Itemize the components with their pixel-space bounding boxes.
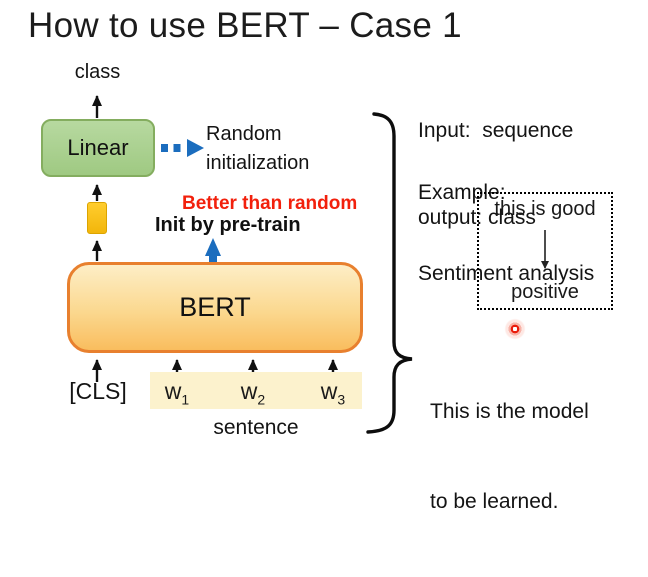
token-w2: w2 [228,378,278,408]
example-note: Example: Sentiment analysis [418,125,594,341]
token-w3: w3 [308,378,358,408]
io-note-line2: output: class [418,206,536,229]
bert-label: BERT [179,292,251,322]
token-w2-sub: 2 [257,391,266,408]
laser-pointer-dot [504,318,526,340]
token-w3-sub: 3 [337,391,346,408]
cls-token-label: [CLS] [69,378,127,404]
example-input-text: this is good [494,198,596,220]
slide: How to use BERT – Case 1 class Linear Ra… [28,6,613,513]
model-note-line2: to be learned. [430,490,559,513]
token-w1: w1 [152,378,202,408]
model-note-line1: This is the model [430,400,589,423]
linear-box: Linear [41,119,155,177]
example-note-line1: Example: [418,181,506,204]
class-label: class [74,61,121,83]
token-w1-sub: 1 [181,391,190,408]
slide-title: How to use BERT – Case 1 [28,6,462,45]
better-than-random-label: Better than random [182,193,358,214]
example-note-line2: Sentiment analysis [418,262,595,285]
model-note: This is the model to be learned. [430,337,589,577]
example-box: this is good positive [477,192,613,310]
embedding-rect [87,202,107,234]
token-w3-base: w [320,378,338,404]
example-output-text: positive [511,281,579,303]
curly-brace [366,112,413,434]
token-w1-base: w [164,378,182,404]
linear-label: Linear [67,135,129,160]
sentence-label: sentence [213,416,299,439]
token-w2-base: w [240,378,258,404]
io-note-line1: Input: sequence [418,119,574,142]
init-by-pretrain-label: Init by pre-train [155,214,301,236]
io-note: Input: sequence output: class [418,58,573,290]
token-highlight [150,372,362,409]
random-init-label: Random initialization [206,123,310,174]
random-init-arrow [161,139,204,157]
bert-box: BERT [67,262,363,353]
